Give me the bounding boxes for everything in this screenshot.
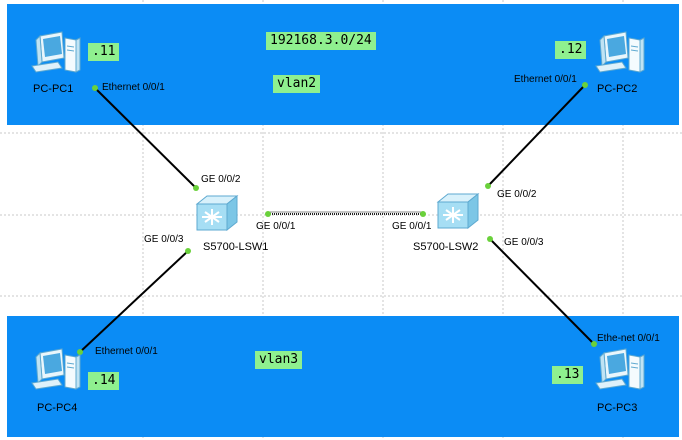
lsw2-name: S5700-LSW2 (413, 241, 479, 253)
vlan-label-top: vlan2 (273, 75, 321, 93)
pc2-name: PC-PC2 (597, 83, 638, 95)
lsw2-ge3-label: GE 0/0/3 (504, 237, 544, 248)
vlan-label-bottom: vlan3 (255, 351, 303, 369)
link-pc2-lsw2 (487, 84, 586, 187)
subnet-label: 192168.3.0/24 (266, 32, 376, 50)
pc1-name: PC-PC1 (33, 83, 74, 95)
port-dot (193, 185, 199, 191)
link-pc4-lsw1 (79, 250, 189, 353)
port-dot (487, 236, 493, 242)
desktop-pc-icon[interactable] (31, 348, 81, 390)
lsw1-name: S5700-LSW1 (203, 241, 269, 253)
lsw2-ge1-label: GE 0/0/1 (392, 221, 432, 232)
pc4-port-label: Ethernet 0/0/1 (95, 346, 158, 357)
port-dot (485, 183, 491, 189)
desktop-pc-icon[interactable] (31, 31, 81, 73)
desktop-pc-icon[interactable] (595, 31, 645, 73)
port-dot (582, 82, 588, 88)
port-dot (265, 211, 271, 217)
port-dot (591, 341, 597, 347)
lsw1-ge3-label: GE 0/0/3 (144, 234, 184, 245)
lsw1-ge1-label: GE 0/0/1 (256, 221, 296, 232)
link-pc1-lsw1 (94, 87, 197, 189)
pc4-ip-label: .14 (88, 372, 120, 390)
pc4-name: PC-PC4 (37, 402, 78, 414)
l3-switch-icon[interactable] (196, 195, 238, 231)
port-dot (420, 211, 426, 217)
lsw1-ge2-label: GE 0/0/2 (201, 174, 241, 185)
pc2-port-label: Ethernet 0/0/1 (514, 74, 577, 85)
pc1-ip-label: .11 (88, 43, 120, 61)
port-dot (77, 349, 83, 355)
link-pc3-lsw2 (489, 238, 595, 345)
port-dot (185, 248, 191, 254)
l3-switch-icon[interactable] (437, 193, 479, 229)
pc3-port-label: Ethe-net 0/0/1 (597, 333, 660, 344)
pc3-ip-label: .13 (552, 366, 584, 384)
port-dot (92, 85, 98, 91)
pc2-ip-label: .12 (555, 41, 587, 59)
pc3-name: PC-PC3 (597, 402, 638, 414)
lsw2-ge2-label: GE 0/0/2 (497, 189, 537, 200)
desktop-pc-icon[interactable] (595, 348, 645, 390)
pc1-port-label: Ethernet 0/0/1 (102, 82, 165, 93)
